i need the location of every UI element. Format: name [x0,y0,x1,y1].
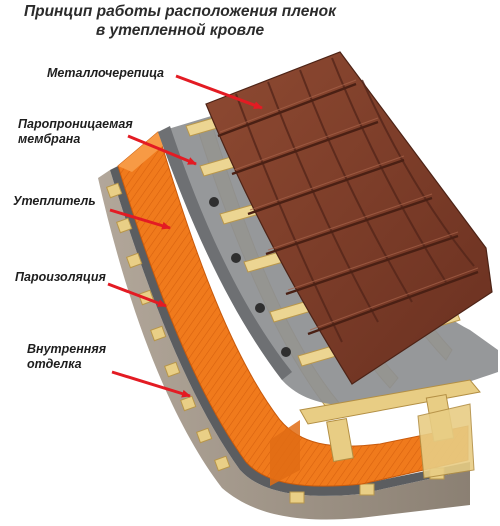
arrow-vapor-barrier [107,282,167,308]
interior-battens [106,182,445,504]
tile-ridges [235,57,475,343]
arrow-insulation [109,208,171,230]
tile-steps [217,82,479,336]
label-insulation: Утеплитель [13,194,96,208]
label-inner-finish: Внутренняя отделка [27,342,106,372]
label-membrane-line-2: мембрана [18,132,81,146]
label-membrane: Паропроницаемая мембрана [18,117,133,147]
metal-tile-sheet [205,51,493,385]
arrow-tile [175,74,263,110]
tile-highlights [219,79,479,331]
diagram-title: Принцип работы расположения пленок в уте… [0,2,360,40]
arrow-membrane [127,134,197,166]
title-line-2: в утепленной кровле [95,22,265,39]
label-inner-finish-line-2: отделка [27,357,82,371]
pointer-arrows [107,74,263,398]
inner-finish-layer [98,170,470,520]
label-membrane-line-1: Паропроницаемая [18,117,133,131]
insulation-end-face [270,420,300,486]
insulation-top-face [118,132,172,172]
membrane-edge [158,126,292,380]
arrow-inner-finish [111,370,191,398]
label-inner-finish-line-1: Внутренняя [27,342,107,356]
label-vapor-barrier: Пароизоляция [15,270,106,284]
title-line-1: Принцип работы расположения пленок [23,3,337,20]
base-beams [299,379,481,479]
label-metal-tile: Металлочерепица [47,66,164,80]
